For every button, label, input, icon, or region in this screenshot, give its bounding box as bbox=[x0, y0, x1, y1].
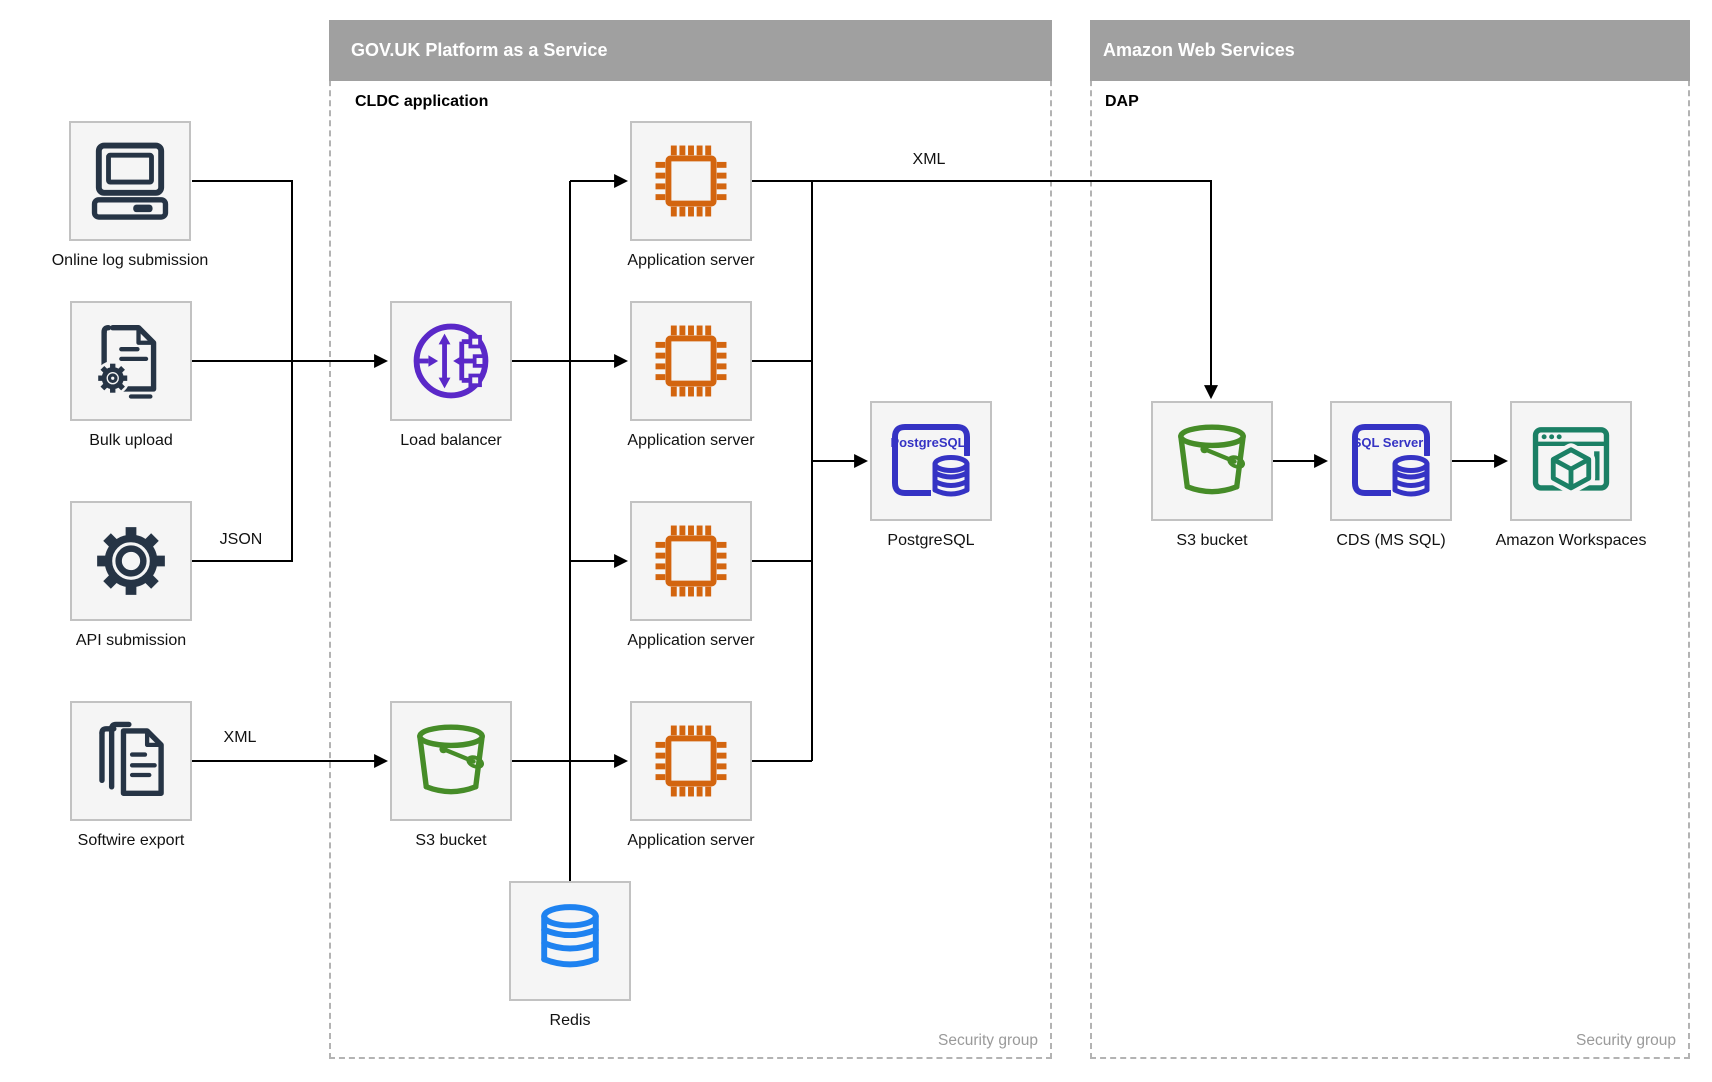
node-online-log-submission bbox=[69, 121, 191, 241]
node-label: Softwire export bbox=[77, 832, 185, 849]
node-label: Application server bbox=[627, 252, 755, 269]
edge-label-json: JSON bbox=[219, 531, 263, 548]
postgresql-database-icon: PostgreSQL bbox=[890, 424, 975, 504]
chip-icon bbox=[655, 325, 727, 397]
node-bulk-upload bbox=[70, 301, 192, 421]
paas-security-group-label: Security group bbox=[938, 1032, 1038, 1049]
edge-label-xml-top: XML bbox=[912, 151, 946, 168]
edge-label-xml-bottom: XML bbox=[223, 729, 257, 746]
paas-sublabel: CLDC application bbox=[355, 93, 489, 110]
node-label: Redis bbox=[549, 1012, 591, 1029]
node-label: Bulk upload bbox=[89, 432, 173, 449]
node-label: Online log submission bbox=[51, 252, 209, 269]
node-application-server-4 bbox=[630, 701, 752, 821]
node-label: Application server bbox=[627, 832, 755, 849]
database-cylinder-icon bbox=[541, 904, 599, 968]
node-api-submission bbox=[70, 501, 192, 621]
node-application-server-3 bbox=[630, 501, 752, 621]
node-label: CDS (MS SQL) bbox=[1336, 532, 1446, 549]
node-label: API submission bbox=[75, 632, 187, 649]
node-redis bbox=[509, 881, 631, 1001]
s3-bucket-icon bbox=[417, 724, 485, 795]
node-label: S3 bucket bbox=[1176, 532, 1248, 549]
documents-stack-icon bbox=[99, 721, 164, 796]
aws-container: Amazon Web Services DAP Security group bbox=[1090, 20, 1690, 1059]
sql-server-database-icon: SQL Server bbox=[1352, 424, 1435, 504]
node-s3-bucket-paas bbox=[390, 701, 512, 821]
node-label: PostgreSQL bbox=[887, 532, 975, 549]
node-label: Load balancer bbox=[400, 432, 502, 449]
node-amazon-workspaces bbox=[1510, 401, 1632, 521]
node-softwire-export bbox=[70, 701, 192, 821]
node-s3-bucket-aws bbox=[1151, 401, 1273, 521]
aws-header: Amazon Web Services bbox=[1090, 20, 1690, 81]
sql-server-icon-text: SQL Server bbox=[1353, 435, 1424, 450]
chip-icon bbox=[655, 725, 727, 797]
node-label: Application server bbox=[627, 432, 755, 449]
s3-bucket-icon bbox=[1178, 424, 1246, 495]
node-cds-ms-sql: SQL Server bbox=[1330, 401, 1452, 521]
chip-icon bbox=[655, 145, 727, 217]
workspaces-icon bbox=[1532, 427, 1610, 495]
paas-header: GOV.UK Platform as a Service bbox=[329, 20, 1052, 81]
node-load-balancer bbox=[390, 301, 512, 421]
node-application-server-1 bbox=[630, 121, 752, 241]
desktop-computer-icon bbox=[91, 142, 169, 220]
node-application-server-2 bbox=[630, 301, 752, 421]
node-label: S3 bucket bbox=[415, 832, 487, 849]
node-postgresql: PostgreSQL bbox=[870, 401, 992, 521]
postgresql-icon-text: PostgreSQL bbox=[890, 435, 965, 450]
aws-sublabel: DAP bbox=[1105, 93, 1139, 110]
document-gear-icon bbox=[95, 324, 157, 399]
aws-security-group-label: Security group bbox=[1576, 1032, 1676, 1049]
node-label: Application server bbox=[627, 632, 755, 649]
load-balancer-icon bbox=[413, 323, 489, 399]
paas-container: GOV.UK Platform as a Service CLDC applic… bbox=[329, 20, 1052, 1059]
gear-icon bbox=[97, 527, 165, 595]
chip-icon bbox=[655, 525, 727, 597]
node-label: Amazon Workspaces bbox=[1495, 532, 1647, 549]
